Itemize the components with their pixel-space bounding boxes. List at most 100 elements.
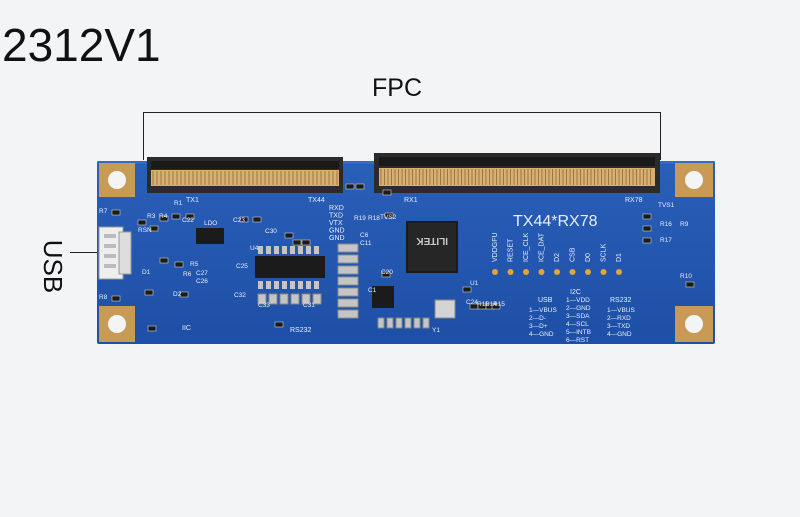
smd-part — [137, 219, 147, 226]
i2c-pin-line: 1—VDD — [566, 297, 590, 304]
mounting-hole-top-right — [675, 163, 713, 197]
usb-callout-line — [70, 252, 100, 253]
component-label-c33: C33 — [258, 302, 270, 309]
smd-part — [382, 189, 392, 196]
smd-part — [642, 225, 652, 232]
ldo-chip — [196, 228, 224, 244]
component-label-c23: C23 — [233, 217, 245, 224]
u4-chip — [255, 256, 325, 278]
test-pad — [569, 269, 576, 275]
component-label-c6: C6 — [360, 232, 369, 239]
pin-label-d2: D2 — [554, 253, 561, 262]
component-label-r16: R16 — [660, 221, 672, 228]
component-label-r5: R5 — [190, 261, 199, 268]
component-label-tvs2: TVS2 — [380, 214, 397, 221]
capacitor-row — [377, 317, 430, 329]
pin-label-reset: RESET — [508, 238, 515, 262]
usb-pin-line: 4—GND — [529, 331, 554, 338]
component-label-r6: R6 — [183, 271, 192, 278]
component-label-r11: R11 — [477, 301, 489, 308]
smd-part — [144, 289, 154, 296]
smd-part — [149, 225, 159, 232]
pin-label-d1: D1 — [616, 253, 623, 262]
component-label-r10: R10 — [680, 273, 692, 280]
test-pad — [507, 269, 514, 275]
i2c-pin-line: 3—SDA — [566, 313, 590, 320]
fpc-callout-bracket — [143, 112, 661, 160]
test-pad — [600, 269, 607, 275]
smd-part — [642, 237, 652, 244]
capacitor-pad-column — [337, 243, 359, 319]
label-iic: IIC — [182, 325, 191, 332]
i2c-pin-line: 6—RST — [566, 337, 589, 344]
component-label-r17: R17 — [660, 237, 672, 244]
smd-part — [491, 303, 501, 310]
silk-label: VTX — [329, 220, 343, 227]
smd-part — [642, 213, 652, 220]
component-label-tvs1: TVS1 — [658, 202, 675, 209]
component-label-c20: C20 — [381, 269, 393, 276]
silk-label: TXD — [329, 213, 343, 220]
mounting-hole-bottom-left — [99, 306, 135, 342]
smd-part — [345, 183, 355, 190]
component-label-r3: R3 — [147, 213, 156, 220]
pin-label-ice-dat: ICE_DAT — [539, 232, 546, 262]
rs232-pin-title: RS232 — [610, 297, 632, 304]
component-label-c25: C25 — [236, 263, 248, 270]
fpc-callout-label: FPC — [372, 74, 422, 102]
test-pad — [585, 269, 591, 275]
label-tx44: TX44 — [308, 197, 325, 204]
label-tx1: TX1 — [186, 197, 199, 204]
label-rx1: RX1 — [404, 197, 418, 204]
pin-label-csb: CSB — [570, 247, 577, 262]
component-label-r1: R1 — [174, 200, 183, 207]
component-label-rsn: RSN — [138, 227, 152, 234]
mounting-hole-bottom-right — [675, 306, 713, 342]
smd-part — [384, 212, 394, 219]
test-pad — [554, 269, 560, 275]
component-label-r4: R4 — [159, 213, 168, 220]
board-model-text: TX44*RX78 — [513, 213, 598, 230]
mounting-hole-top-left — [99, 163, 135, 197]
silk-label: GND — [329, 228, 345, 235]
test-pad — [616, 269, 622, 275]
test-pad — [538, 269, 545, 275]
label-rs232-bottom: RS232 — [290, 327, 312, 334]
i2c-pin-title: I2C — [570, 289, 581, 296]
rs232-pin-line: 4—GND — [607, 331, 632, 338]
smd-part — [381, 271, 391, 278]
component-label-r9: R9 — [680, 221, 689, 228]
test-pad — [523, 269, 529, 275]
i2c-pin-line: 5—INTB — [566, 329, 591, 336]
usb-pin-line: 1—VBUS — [529, 307, 557, 314]
silk-label: GND — [329, 235, 345, 242]
smd-part — [111, 209, 121, 216]
smd-part — [355, 183, 365, 190]
pin-label-d0: D0 — [585, 253, 592, 262]
component-label-r15: R15 — [493, 301, 505, 308]
component-label-c31: C31 — [303, 302, 315, 309]
board-title: 2312V1 — [2, 19, 161, 71]
test-pads — [492, 269, 622, 275]
main-controller-chip — [406, 221, 458, 273]
rs232-pin-line: 1—VBUS — [607, 307, 635, 314]
component-label-r19: R19 — [354, 215, 366, 222]
smd-part — [252, 216, 262, 223]
smd-part — [111, 295, 121, 302]
usb-pin-line: 2—D- — [529, 315, 546, 322]
component-label-y1: Y1 — [432, 327, 440, 334]
label-rx78: RX78 — [625, 197, 643, 204]
smd-part — [274, 321, 284, 328]
smd-part — [284, 232, 294, 239]
component-label-r18: R18 — [368, 215, 380, 222]
pin-label-sclk: SCLK — [601, 243, 608, 262]
crystal-y1 — [434, 299, 456, 319]
smd-part — [179, 291, 189, 298]
smd-part — [185, 213, 195, 220]
smd-part — [147, 325, 157, 332]
smd-part — [239, 216, 249, 223]
silk-label: RXD — [329, 205, 344, 212]
smd-part — [685, 281, 695, 288]
